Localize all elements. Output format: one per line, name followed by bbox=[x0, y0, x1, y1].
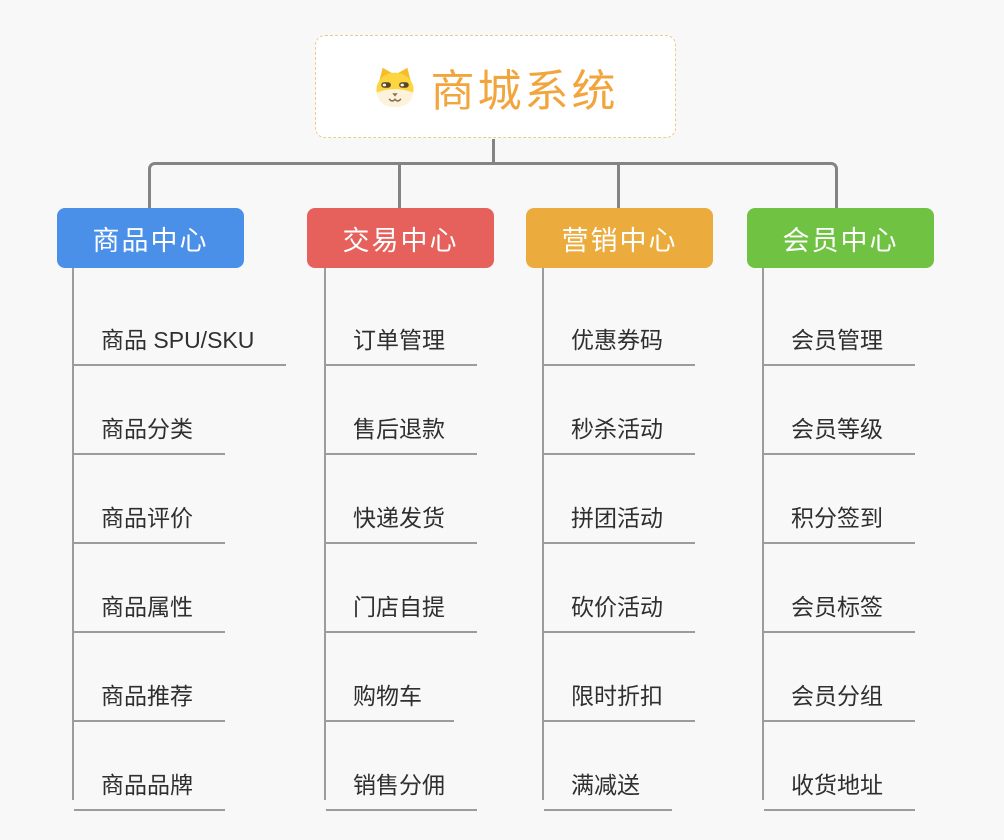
leaf-node[interactable]: 商品品牌 bbox=[74, 766, 225, 811]
leaf-node[interactable]: 会员分组 bbox=[764, 677, 915, 722]
branch-label: 交易中心 bbox=[342, 225, 459, 256]
leaf-node[interactable]: 售后退款 bbox=[326, 410, 477, 455]
leaf-node[interactable]: 订单管理 bbox=[326, 321, 477, 366]
leaf-node[interactable]: 门店自提 bbox=[326, 588, 477, 633]
branch-label: 商品中心 bbox=[92, 225, 209, 256]
branch-marketing-center[interactable]: 营销中心 bbox=[526, 208, 713, 268]
leaf-node[interactable]: 商品 SPU/SKU bbox=[74, 321, 287, 366]
branch-children-marketing: 优惠券码 秒杀活动 拼团活动 砍价活动 限时折扣 满减送 bbox=[542, 268, 695, 811]
leaf-node[interactable]: 会员标签 bbox=[764, 588, 915, 633]
leaf-node[interactable]: 积分签到 bbox=[764, 499, 915, 544]
branch-children-member: 会员管理 会员等级 积分签到 会员标签 会员分组 收货地址 bbox=[762, 268, 915, 811]
leaf-node[interactable]: 会员管理 bbox=[764, 321, 915, 366]
leaf-node[interactable]: 快递发货 bbox=[326, 499, 477, 544]
root-title: 商城系统 bbox=[430, 66, 619, 116]
leaf-node[interactable]: 收货地址 bbox=[764, 766, 915, 811]
branch-label: 会员中心 bbox=[782, 225, 899, 256]
leaf-node[interactable]: 商品推荐 bbox=[74, 677, 225, 722]
leaf-node[interactable]: 销售分佣 bbox=[326, 766, 477, 811]
connector-bus bbox=[148, 162, 838, 208]
connector-drop-trade bbox=[398, 164, 401, 208]
dog-face-icon bbox=[373, 65, 417, 109]
branch-member-center[interactable]: 会员中心 bbox=[747, 208, 934, 268]
leaf-node[interactable]: 会员等级 bbox=[764, 410, 915, 455]
connector-root-stem bbox=[492, 139, 495, 164]
leaf-node[interactable]: 满减送 bbox=[544, 766, 672, 811]
leaf-node[interactable]: 商品分类 bbox=[74, 410, 225, 455]
leaf-node[interactable]: 秒杀活动 bbox=[544, 410, 695, 455]
branch-children-product: 商品 SPU/SKU 商品分类 商品评价 商品属性 商品推荐 商品品牌 bbox=[72, 268, 287, 811]
branch-label: 营销中心 bbox=[561, 225, 678, 256]
root-node[interactable]: 商城系统 bbox=[315, 35, 676, 138]
leaf-node[interactable]: 优惠券码 bbox=[544, 321, 695, 366]
leaf-node[interactable]: 限时折扣 bbox=[544, 677, 695, 722]
leaf-node[interactable]: 商品评价 bbox=[74, 499, 225, 544]
branch-trade-center[interactable]: 交易中心 bbox=[307, 208, 494, 268]
leaf-node[interactable]: 商品属性 bbox=[74, 588, 225, 633]
branch-children-trade: 订单管理 售后退款 快递发货 门店自提 购物车 销售分佣 bbox=[324, 268, 477, 811]
leaf-node[interactable]: 砍价活动 bbox=[544, 588, 695, 633]
connector-drop-marketing bbox=[617, 164, 620, 208]
leaf-node[interactable]: 拼团活动 bbox=[544, 499, 695, 544]
branch-product-center[interactable]: 商品中心 bbox=[57, 208, 244, 268]
leaf-node[interactable]: 购物车 bbox=[326, 677, 454, 722]
